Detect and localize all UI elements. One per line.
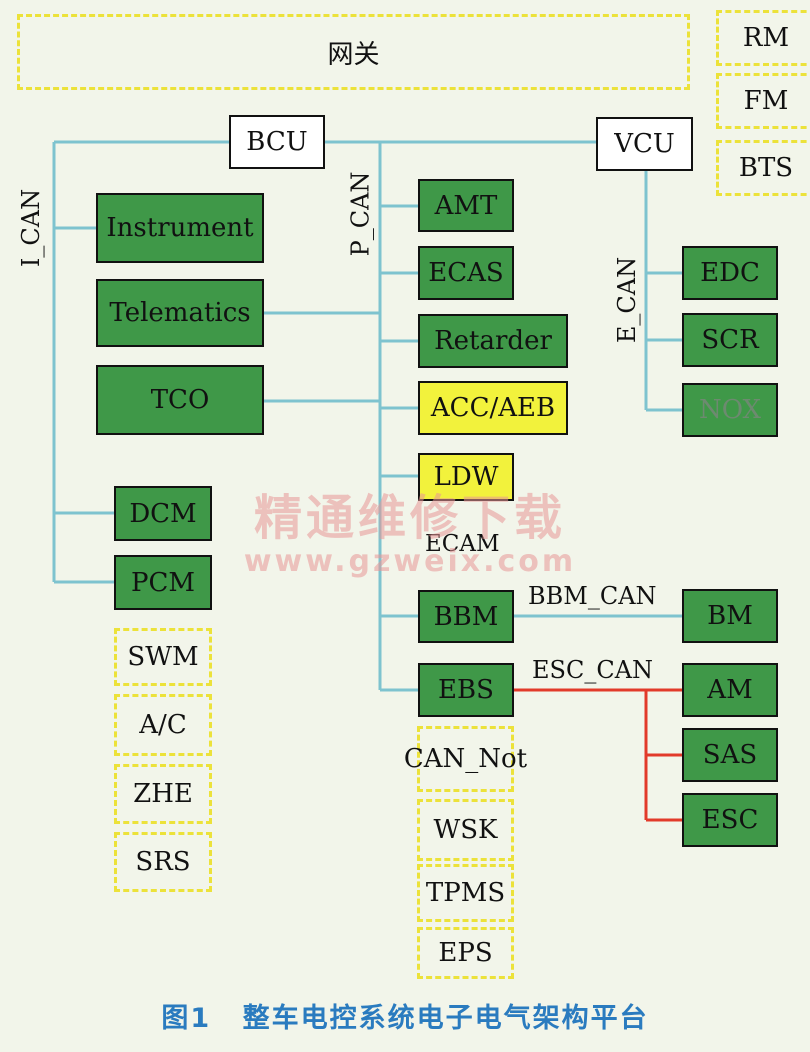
tco-module: TCO (96, 365, 264, 435)
acc-aeb-label: ACC/AEB (430, 393, 556, 423)
bbm-module: BBM (418, 590, 514, 643)
esc-label: ESC (701, 805, 759, 835)
figure-caption: 图1 整车电控系统电子电气架构平台 (0, 996, 810, 1035)
telematics-module: Telematics (96, 279, 264, 347)
esc-can-wiring (513, 688, 682, 822)
right-module-rm: RM (716, 10, 810, 66)
bm-module: BM (682, 589, 778, 643)
scr-label: SCR (701, 325, 759, 355)
gateway-label: 网关 (327, 39, 380, 70)
edc-label: EDC (700, 258, 760, 288)
bm-label: BM (707, 601, 753, 631)
dcm-module: DCM (114, 486, 212, 541)
nox-label: NOX (698, 395, 762, 425)
telematics-label: Telematics (109, 298, 251, 328)
pcm-label: PCM (130, 567, 195, 598)
ecam-label: ECAM (425, 531, 500, 557)
eps-optional-module: EPS (417, 927, 514, 979)
bbm-label: BBM (433, 601, 499, 632)
i-can-label: I_CAN (17, 188, 46, 268)
gateway-box: 网关 (17, 14, 690, 90)
scr-module: SCR (682, 313, 778, 367)
ac-label: A/C (139, 710, 187, 740)
ldw-label: LDW (433, 462, 499, 492)
figure-number: 图1 (161, 1003, 212, 1034)
bbm-can-label: BBM_CAN (528, 582, 657, 610)
ecas-label: ECAS (428, 258, 504, 288)
retarder-label: Retarder (434, 326, 552, 356)
instrument-label: Instrument (106, 213, 254, 243)
wsk-label: WSK (433, 815, 498, 845)
ebs-label: EBS (438, 675, 494, 705)
figure-title: 整车电控系统电子电气架构平台 (242, 1003, 649, 1034)
amt-module: AMT (418, 179, 514, 232)
sas-label: SAS (702, 740, 758, 770)
ldw-module: LDW (418, 453, 514, 501)
vcu-label: VCU (614, 129, 675, 159)
swm-label: SWM (127, 642, 199, 672)
fm-label: FM (743, 86, 789, 116)
bcu-box: BCU (229, 115, 325, 169)
can-not-label: CAN_Not (403, 744, 528, 774)
pcm-module: PCM (114, 555, 212, 610)
can-not-optional-module: CAN_Not (404, 726, 527, 792)
ebs-module: EBS (418, 663, 514, 717)
esc-can-label: ESC_CAN (532, 656, 654, 684)
tpms-optional-module: TPMS (417, 864, 514, 922)
vcu-box: VCU (596, 117, 693, 171)
tpms-label: TPMS (425, 878, 506, 908)
srs-optional-module: SRS (114, 832, 212, 892)
p-can-label: P_CAN (346, 171, 375, 257)
esc-module: ESC (682, 793, 778, 847)
eps-label: EPS (438, 938, 493, 968)
ecas-module: ECAS (418, 246, 514, 300)
zhe-label: ZHE (133, 779, 193, 809)
sas-module: SAS (682, 728, 778, 782)
retarder-module: Retarder (418, 314, 568, 368)
bts-label: BTS (738, 153, 794, 183)
am-module: AM (682, 663, 778, 717)
e-can-label: E_CAN (613, 256, 642, 344)
am-label: AM (707, 675, 753, 705)
amt-label: AMT (434, 190, 498, 221)
edc-module: EDC (682, 246, 778, 300)
srs-label: SRS (135, 847, 191, 877)
zhe-optional-module: ZHE (114, 764, 212, 824)
dcm-label: DCM (129, 498, 197, 529)
right-module-fm: FM (716, 73, 810, 129)
acc-aeb-module: ACC/AEB (418, 381, 568, 435)
ac-optional-module: A/C (114, 694, 212, 756)
right-module-bts: BTS (716, 140, 810, 196)
bcu-label: BCU (246, 127, 308, 157)
rm-label: RM (742, 23, 790, 53)
instrument-module: Instrument (96, 193, 264, 263)
nox-module: NOX (682, 383, 778, 437)
swm-optional-module: SWM (114, 628, 212, 686)
wsk-optional-module: WSK (417, 799, 514, 861)
tco-label: TCO (150, 385, 210, 415)
